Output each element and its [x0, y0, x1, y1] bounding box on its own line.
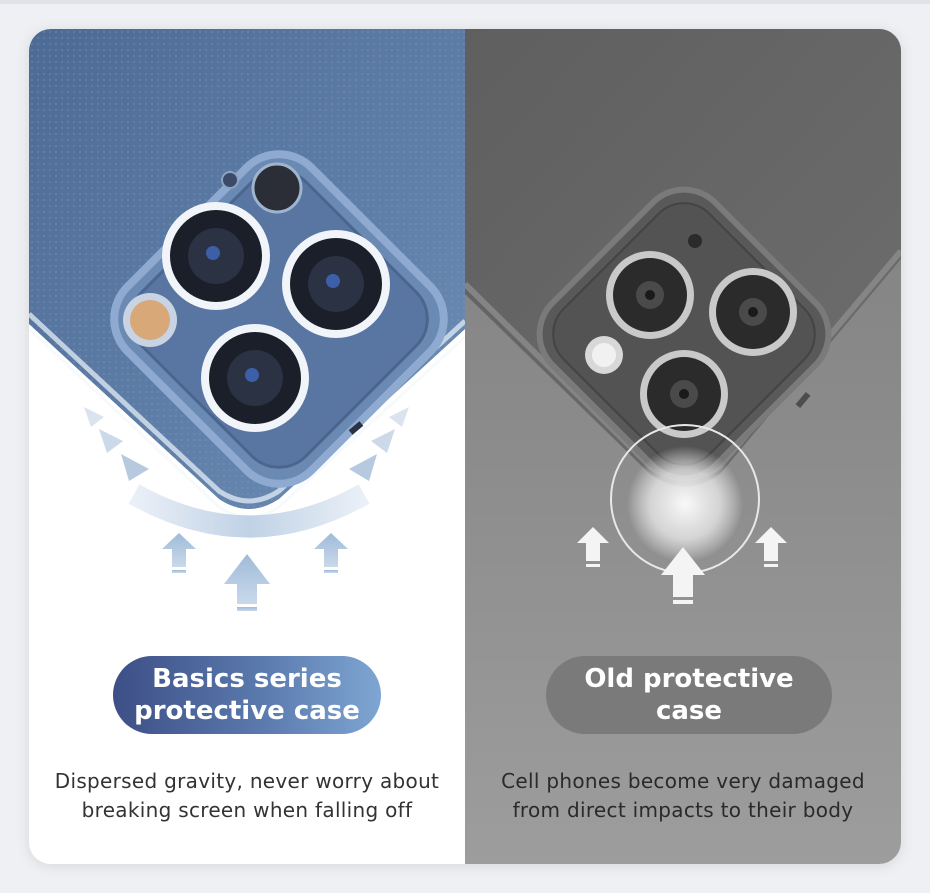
gray-phone-illustration [465, 29, 901, 604]
old-case-title-line1: Old protective [584, 664, 794, 694]
new-case-description: Dispersed gravity, never worry about bre… [29, 767, 465, 825]
comparison-card: Basics series protective case Dispersed … [29, 29, 901, 864]
new-case-title-line1: Basics series [152, 664, 342, 694]
old-case-title-line2: case [655, 696, 723, 726]
impact-chevrons [84, 407, 409, 481]
new-case-panel: Basics series protective case Dispersed … [29, 29, 465, 864]
impact-arrows [162, 533, 348, 611]
old-case-description-line1: Cell phones become very damaged [501, 769, 865, 793]
old-case-description: Cell phones become very damaged from dir… [465, 767, 901, 825]
impact-glow [627, 446, 743, 562]
camera-lenses [123, 162, 390, 432]
old-case-panel: Old protective case Cell phones become v… [465, 29, 901, 864]
old-case-description-line2: from direct impacts to their body [512, 798, 854, 822]
old-case-title-badge: Old protective case [546, 656, 832, 734]
top-divider [0, 0, 930, 4]
impact-arrows [577, 527, 787, 604]
camera-lenses [585, 234, 797, 438]
blue-phone-illustration [29, 29, 465, 611]
new-case-title-badge: Basics series protective case [113, 656, 381, 734]
new-case-description-line1: Dispersed gravity, never worry about [54, 769, 440, 793]
new-case-description-line2: breaking screen when falling off [81, 798, 413, 822]
dispersion-arc [128, 484, 370, 538]
new-case-title-line2: protective case [134, 696, 360, 726]
